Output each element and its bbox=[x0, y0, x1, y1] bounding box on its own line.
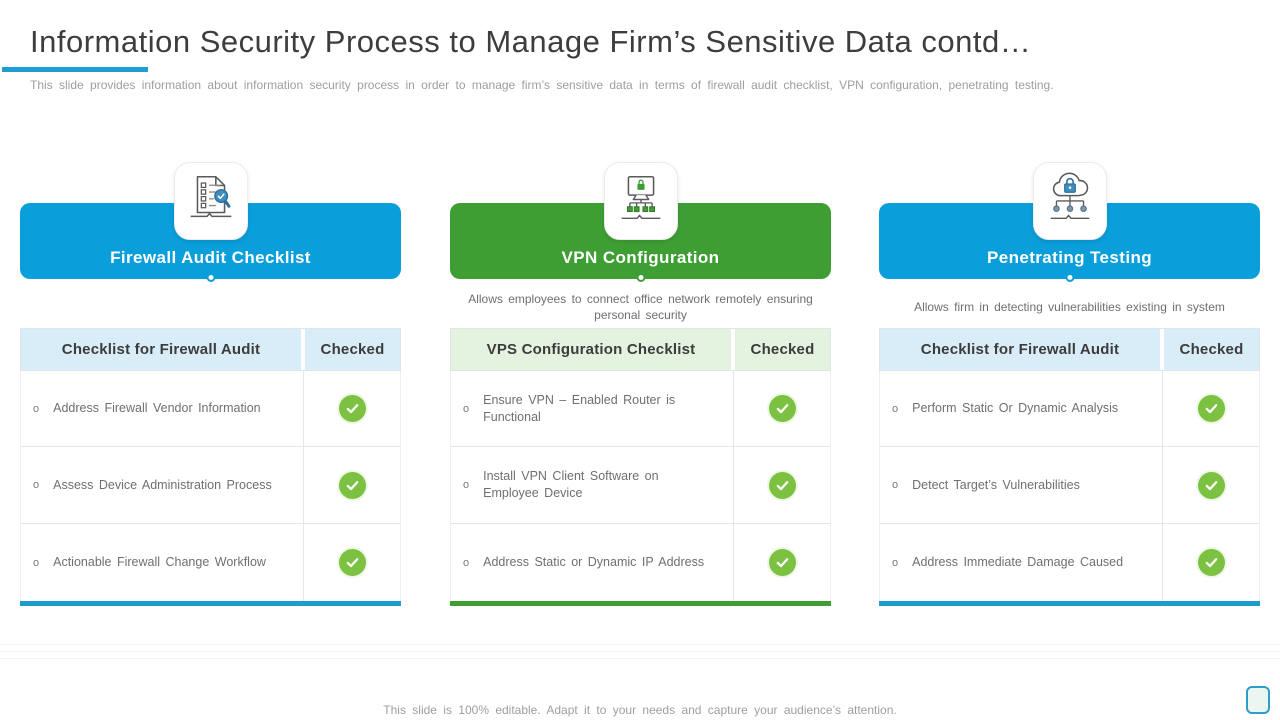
column-firewall-audit: Firewall Audit Checklist Checklist for F… bbox=[20, 162, 401, 606]
banner-dot bbox=[1065, 273, 1074, 282]
row-text: Address Firewall Vendor Information bbox=[53, 401, 261, 416]
table-header-checklist: Checklist for Firewall Audit bbox=[880, 329, 1160, 370]
row-bullet: o bbox=[463, 402, 470, 415]
table-row: o Address Immediate Damage Caused bbox=[880, 524, 1259, 601]
table-header-checklist: VPS Configuration Checklist bbox=[451, 329, 731, 370]
checklist-table: Checklist for Firewall Audit Checked o A… bbox=[20, 328, 401, 606]
table-row: o Address Firewall Vendor Information bbox=[21, 371, 400, 447]
row-text: Perform Static Or Dynamic Analysis bbox=[912, 401, 1119, 416]
table-row: o Assess Device Administration Process bbox=[21, 447, 400, 524]
table-accent-bar bbox=[879, 601, 1260, 606]
check-icon bbox=[1197, 395, 1225, 422]
table-accent-bar bbox=[450, 601, 831, 606]
column-description: Allows employees to connect office netwo… bbox=[468, 291, 813, 322]
row-bullet: o bbox=[463, 479, 470, 491]
row-text: Address Immediate Damage Caused bbox=[912, 555, 1124, 570]
table-row: o Address Static or Dynamic IP Address bbox=[451, 524, 830, 601]
check-icon bbox=[1197, 471, 1225, 499]
column-description: Allows firm in detecting vulnerabilities… bbox=[914, 299, 1225, 314]
monitor-lock-network-icon bbox=[612, 170, 670, 233]
row-bullet: o bbox=[463, 556, 470, 569]
check-icon bbox=[768, 395, 796, 422]
banner-dot bbox=[636, 273, 645, 282]
table-header-row: VPS Configuration Checklist Checked bbox=[450, 328, 831, 371]
table-header-checklist: Checklist for Firewall Audit bbox=[21, 329, 301, 370]
check-icon bbox=[768, 549, 796, 576]
check-icon bbox=[338, 395, 366, 422]
checklist-table: VPS Configuration Checklist Checked o En… bbox=[450, 328, 831, 606]
corner-box bbox=[1246, 686, 1270, 714]
row-text: Actionable Firewall Change Workflow bbox=[53, 555, 266, 570]
table-row: o Ensure VPN – Enabled Router is Functio… bbox=[451, 371, 830, 447]
checklist-table: Checklist for Firewall Audit Checked o P… bbox=[879, 328, 1260, 606]
icon-card bbox=[603, 162, 678, 240]
decorative-lines bbox=[0, 644, 1280, 665]
page-title: Information Security Process to Manage F… bbox=[30, 24, 1032, 59]
row-bullet: o bbox=[33, 402, 40, 415]
table-header-row: Checklist for Firewall Audit Checked bbox=[20, 328, 401, 371]
row-text: Detect Target’s Vulnerabilities bbox=[912, 477, 1080, 492]
cloud-lock-network-icon bbox=[1041, 170, 1099, 233]
table-row: o Install VPN Client Software on Employe… bbox=[451, 447, 830, 524]
icon-card bbox=[173, 162, 248, 240]
row-bullet: o bbox=[33, 556, 40, 569]
row-text: Ensure VPN – Enabled Router is Functiona… bbox=[483, 392, 676, 424]
row-text: Address Static or Dynamic IP Address bbox=[483, 555, 705, 570]
icon-card bbox=[1032, 162, 1107, 240]
check-icon bbox=[1197, 549, 1225, 576]
table-header-checked: Checked bbox=[1164, 329, 1259, 370]
check-icon bbox=[768, 471, 796, 499]
footer-note: This slide is 100% editable. Adapt it to… bbox=[383, 703, 897, 717]
table-header-row: Checklist for Firewall Audit Checked bbox=[879, 328, 1260, 371]
column-title: VPN Configuration bbox=[561, 248, 720, 267]
column-title: Penetrating Testing bbox=[986, 248, 1153, 267]
row-bullet: o bbox=[892, 402, 899, 415]
column-vpn-configuration: VPN Configuration Allows employees to co… bbox=[450, 162, 831, 606]
row-text: Assess Device Administration Process bbox=[53, 477, 272, 492]
column-penetrating-testing: Penetrating Testing Allows firm in detec… bbox=[879, 162, 1260, 606]
row-bullet: o bbox=[892, 479, 899, 491]
row-bullet: o bbox=[33, 479, 40, 491]
column-title: Firewall Audit Checklist bbox=[110, 248, 311, 267]
banner-dot bbox=[206, 273, 215, 282]
table-row: o Perform Static Or Dynamic Analysis bbox=[880, 371, 1259, 447]
table-header-checked: Checked bbox=[305, 329, 400, 370]
row-bullet: o bbox=[892, 556, 899, 569]
title-underline bbox=[2, 67, 148, 72]
table-row: o Actionable Firewall Change Workflow bbox=[21, 524, 400, 601]
table-row: o Detect Target’s Vulnerabilities bbox=[880, 447, 1259, 524]
table-accent-bar bbox=[20, 601, 401, 606]
slide-subtitle: This slide provides information about in… bbox=[30, 78, 1054, 92]
checklist-document-icon bbox=[182, 170, 240, 233]
table-header-checked: Checked bbox=[735, 329, 830, 370]
row-text: Install VPN Client Software on Employee … bbox=[483, 469, 659, 500]
check-icon bbox=[338, 471, 366, 499]
check-icon bbox=[338, 549, 366, 576]
